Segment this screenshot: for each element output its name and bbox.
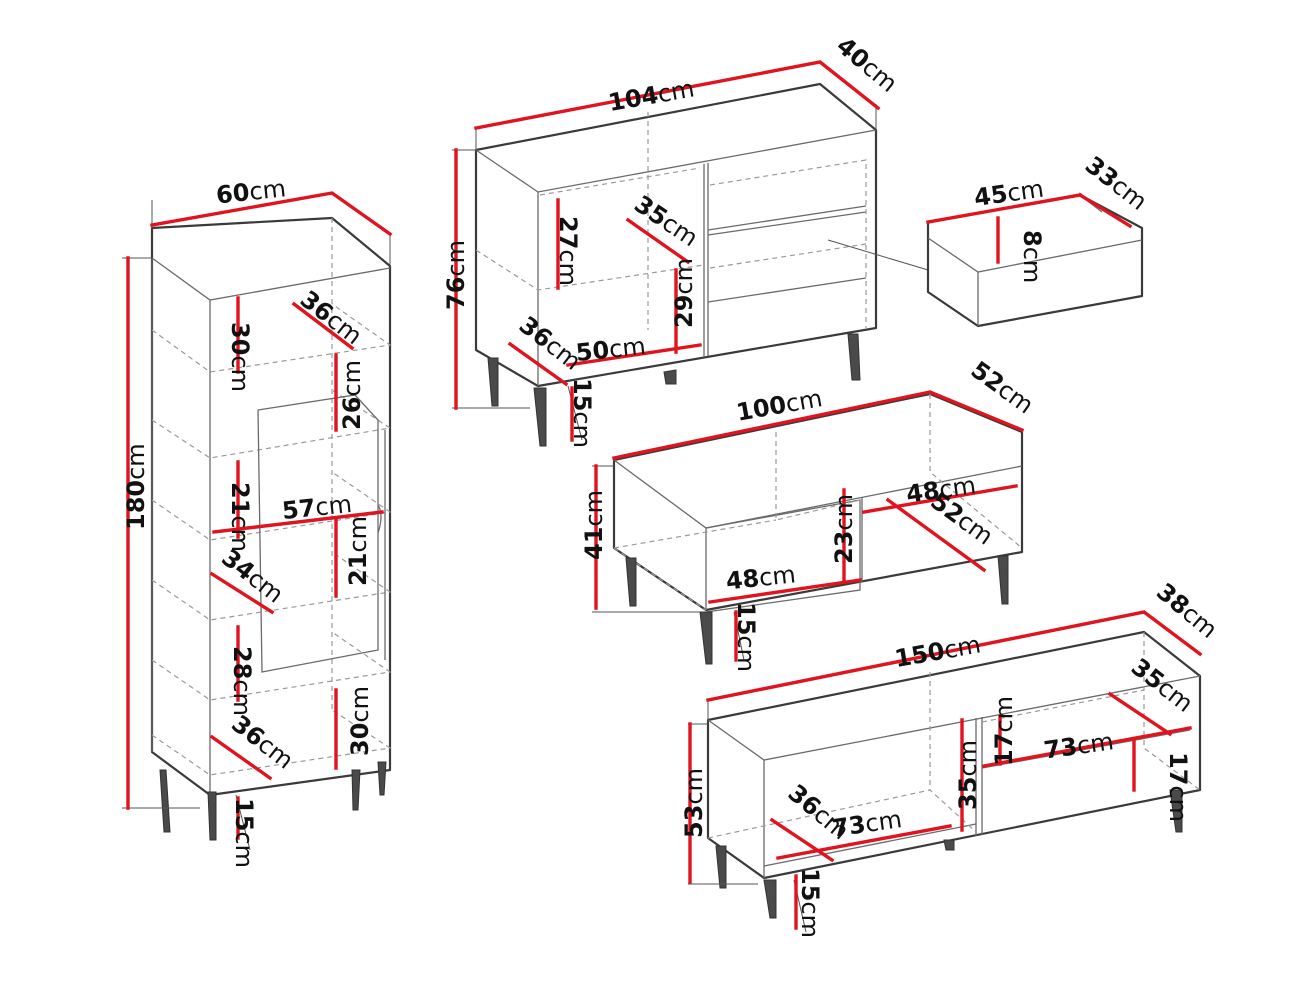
dresser-dimensions: [454, 60, 881, 442]
tv-stand: [688, 630, 1202, 933]
label-tv-height: 53cm: [680, 768, 708, 838]
label-vitrine-width: 60cm: [215, 174, 288, 209]
label-vitrine-depth-bottom: 36cm: [226, 710, 298, 775]
label-vitrine-shelf1: 30cm: [226, 322, 254, 392]
coffee-table: [592, 392, 1024, 665]
label-drawer-depth: 33cm: [1080, 151, 1152, 216]
vitrine-dimensions: [126, 191, 393, 840]
label-tv-right-width: 73cm: [1042, 727, 1115, 764]
label-coffee-left-width: 48cm: [725, 560, 798, 595]
label-tv-right-depth: 35cm: [1126, 653, 1198, 718]
label-vitrine-depth-top: 36cm: [295, 285, 367, 350]
label-tv-width: 150cm: [893, 630, 983, 673]
label-vitrine-shelf3: 21cm: [344, 516, 372, 586]
tv-stand-dimensions: [688, 610, 1203, 930]
label-vitrine-shelf5: 30cm: [346, 686, 374, 756]
label-vitrine-shelf4: 28cm: [228, 646, 256, 716]
label-vitrine-height: 180cm: [122, 443, 150, 530]
label-vitrine-inner-width: 57cm: [281, 490, 354, 525]
label-drawer-height: 8cm: [1018, 230, 1046, 283]
label-vitrine-glass: 26cm: [338, 360, 366, 430]
dresser: [452, 82, 929, 447]
label-tv-depth: 38cm: [1151, 577, 1223, 643]
label-vitrine-shelf2: 21cm: [226, 482, 254, 552]
label-coffee-leg: 15cm: [732, 602, 760, 672]
label-coffee-inner-height: 23cm: [830, 494, 858, 564]
label-tv-left-width: 73cm: [830, 805, 903, 842]
label-dresser-lower: 29cm: [670, 258, 698, 328]
coffee-table-dimensions: [594, 390, 1025, 662]
drawer-dimensions: [926, 192, 1133, 264]
label-dresser-height: 76cm: [442, 240, 470, 310]
label-tv-leg: 15cm: [796, 868, 824, 938]
label-dresser-upper: 27cm: [554, 216, 582, 286]
label-vitrine-leg: 15cm: [230, 798, 258, 868]
label-dresser-leg: 15cm: [568, 378, 596, 448]
label-dresser-shelf-depth: 35cm: [629, 190, 703, 252]
label-coffee-right-width: 48cm: [904, 471, 977, 508]
label-tv-right-upper: 17cm: [990, 696, 1018, 766]
label-dresser-inner: 50cm: [574, 332, 647, 367]
label-drawer-width: 45cm: [972, 175, 1045, 212]
label-tv-right-lower: 17cm: [1164, 752, 1192, 822]
label-coffee-width: 100cm: [734, 384, 824, 427]
label-dresser-depth: 40cm: [831, 31, 903, 97]
label-tv-left-height: 35cm: [954, 740, 982, 810]
label-coffee-height: 41cm: [580, 490, 608, 560]
